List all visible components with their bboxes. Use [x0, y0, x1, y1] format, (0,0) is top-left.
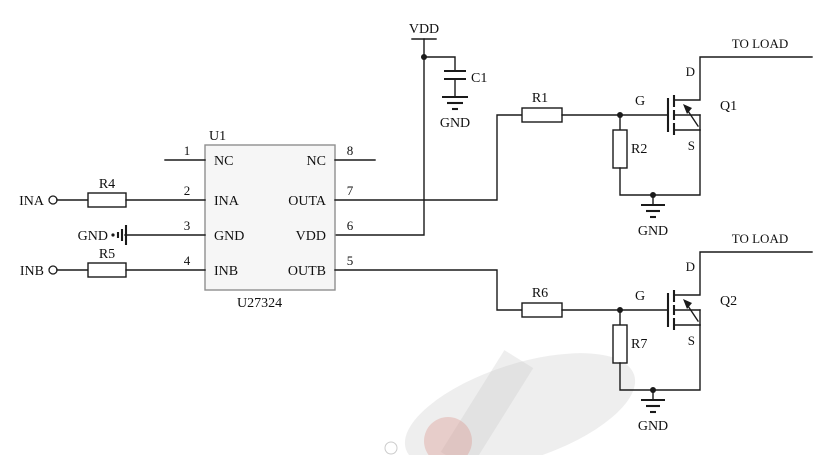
ic-body: [204, 144, 336, 291]
vdd-rail: VDD: [334, 22, 456, 236]
gnd-net-label: GND: [440, 116, 470, 131]
resistor-r1: [521, 107, 563, 123]
outa-wire: [334, 114, 523, 201]
ina-terminal: [48, 195, 58, 205]
body-arrow-head: [683, 299, 692, 309]
gate-label: G: [635, 289, 645, 304]
ic-ref-label: U1: [209, 129, 226, 144]
pin-name-outb: OUTB: [288, 264, 326, 279]
caption-mark: [384, 441, 398, 455]
pin-name-nc-left: NC: [214, 154, 233, 169]
pin-name-inb: INB: [214, 264, 238, 279]
ic-part-label: U27324: [237, 296, 282, 311]
pin-name-ina: INA: [214, 194, 240, 209]
r4-ref-label: R4: [99, 177, 115, 192]
resistor-r2: [612, 129, 628, 169]
drain-label: D: [686, 64, 695, 79]
source-gnd-wire-q1: [619, 129, 701, 196]
input-ina: INA R4: [19, 177, 206, 209]
cap-ref-label: C1: [471, 71, 487, 86]
source-label: S: [688, 138, 695, 153]
input-inb: INB R5: [20, 247, 206, 279]
pin-7-number: 7: [347, 183, 354, 198]
outb-channel: R6 R7: [334, 269, 701, 401]
pin-name-vdd: VDD: [296, 229, 326, 244]
pin-name-gnd: GND: [214, 229, 244, 244]
to-load-label-top: TO LOAD: [732, 36, 788, 51]
mosfet-q2: G D S Q2 TO LOAD: [635, 231, 813, 348]
pin-8-number: 8: [347, 143, 354, 158]
ground-symbol-q2: GND: [638, 398, 668, 434]
gnd-net-label: GND: [78, 229, 108, 244]
pin-3-number: 3: [184, 218, 191, 233]
pin-5-number: 5: [347, 253, 354, 268]
pin-1-number: 1: [184, 143, 191, 158]
cap-branch-wire: [423, 56, 456, 72]
capacitor-c1: C1: [444, 69, 487, 98]
q1-ref-label: Q1: [720, 99, 737, 114]
source-label: S: [688, 333, 695, 348]
gate-label: G: [635, 94, 645, 109]
ina-net-label: INA: [19, 194, 45, 209]
gnd-net-label: GND: [638, 224, 668, 239]
drain-to-load-wire: [673, 56, 813, 101]
mosfet-q1: G D S Q1 TO LOAD: [635, 36, 813, 153]
resistor-r5: [87, 262, 127, 278]
ground-symbol-c1: GND: [440, 95, 470, 131]
vdd-wire: [334, 38, 425, 236]
r7-ref-label: R7: [631, 337, 647, 352]
outa-channel: R1 R2: [334, 91, 701, 206]
to-load-label-bottom: TO LOAD: [732, 231, 788, 246]
pin-name-outa: OUTA: [288, 194, 327, 209]
inb-net-label: INB: [20, 264, 44, 279]
drain-label: D: [686, 259, 695, 274]
inb-terminal: [48, 265, 58, 275]
r6-ref-label: R6: [532, 286, 548, 301]
ic-u1: U1 U27324 1 2 3 4 8 7 6 5 NC INA GND INB…: [124, 129, 376, 311]
source-gnd-wire-q2: [619, 324, 701, 391]
ground-symbol-pin3: GND: [78, 225, 128, 245]
resistor-r6: [521, 302, 563, 318]
resistor-r7: [612, 324, 628, 364]
resistor-r4: [87, 192, 127, 208]
watermark: [384, 350, 636, 455]
body-arrow-head: [683, 104, 692, 114]
pin-2-number: 2: [184, 183, 191, 198]
pin-6-number: 6: [347, 218, 354, 233]
pin-name-nc-right: NC: [307, 154, 326, 169]
r5-ref-label: R5: [99, 247, 115, 262]
q2-ref-label: Q2: [720, 294, 737, 309]
ground-symbol-q1: GND: [638, 203, 668, 239]
pin-4-number: 4: [184, 253, 191, 268]
gnd-net-label: GND: [638, 419, 668, 434]
outb-wire: [334, 269, 523, 311]
vdd-net-label: VDD: [409, 22, 439, 37]
drain-to-load-wire: [673, 251, 813, 296]
r2-ref-label: R2: [631, 142, 647, 157]
r1-ref-label: R1: [532, 91, 548, 106]
